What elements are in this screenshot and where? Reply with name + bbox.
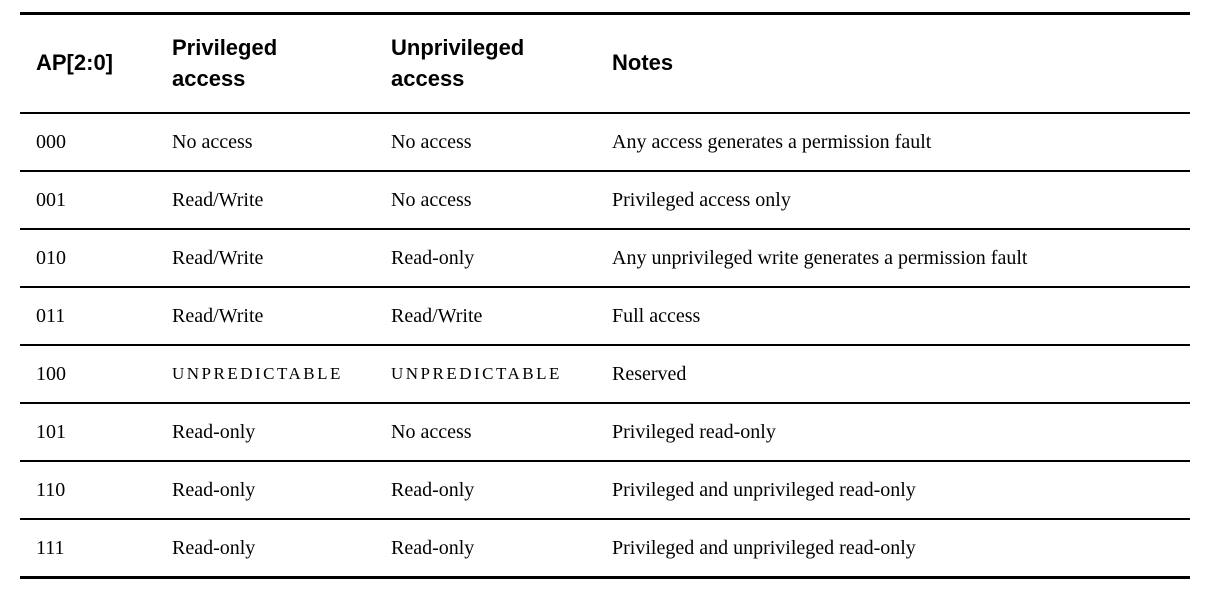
- cell-unprivileged: Read-only: [375, 229, 596, 288]
- cell-unprivileged: UNPREDICTABLE: [375, 345, 596, 404]
- cell-privileged: Read-only: [172, 536, 256, 559]
- cell-privileged: Read/Write: [156, 171, 375, 230]
- cell-ap: 011: [20, 287, 156, 346]
- cell-notes: Any unprivileged write generates a permi…: [596, 229, 1190, 288]
- cell-notes: Reserved: [596, 345, 1190, 404]
- col-header-privileged-label: Privileged access: [172, 34, 278, 91]
- col-header-unprivileged: Unprivileged access: [375, 13, 596, 114]
- cell-unprivileged: Read-only: [375, 461, 596, 520]
- cell-unprivileged: No access: [375, 171, 596, 230]
- cell-ap: 111: [36, 536, 65, 559]
- cell-notes: Full access: [596, 287, 1190, 346]
- col-header-ap: AP[2:0]: [20, 13, 156, 114]
- cell-privileged: UNPREDICTABLE: [156, 345, 375, 404]
- cell-ap: 010: [20, 229, 156, 288]
- cell-ap: 000: [20, 113, 156, 172]
- cell-unprivileged: Read/Write: [375, 287, 596, 346]
- table-header: AP[2:0] Privileged access Unprivileged a…: [20, 13, 1190, 114]
- cell-ap: 110: [20, 461, 156, 520]
- cell-ap: 101: [20, 403, 156, 462]
- cell-privileged: No access: [156, 113, 375, 172]
- cell-ap: 001: [20, 171, 156, 230]
- table-row: 111 Read-only Read-only Privileged and unpr…: [20, 519, 1190, 578]
- cell-notes: Privileged access only: [596, 171, 1190, 230]
- col-header-privileged: Privileged access: [156, 13, 375, 114]
- col-header-ap-label: AP[2:0]: [36, 50, 114, 76]
- access-permissions-table: AP[2:0] Privileged access Unprivileged a…: [20, 12, 1190, 579]
- cell-notes: Privileged and unprivileged read-only: [596, 461, 1190, 520]
- cell-notes: Privileged read-only: [596, 403, 1190, 462]
- col-header-notes-label: Notes: [612, 50, 674, 76]
- cell-notes: Any access generates a permission fault: [596, 113, 1190, 172]
- col-header-notes: Notes: [596, 13, 1190, 114]
- cell-unprivileged: No access: [375, 113, 596, 172]
- cell-unprivileged: Read-only: [391, 536, 475, 559]
- cell-privileged: Read/Write: [156, 287, 375, 346]
- col-header-unprivileged-label: Unprivileged access: [391, 34, 525, 91]
- header-row: AP[2:0] Privileged access Unprivileged a…: [20, 13, 1190, 114]
- cell-ap: 100: [20, 345, 156, 404]
- cell-unprivileged: No access: [375, 403, 596, 462]
- cell-privileged: Read/Write: [156, 229, 375, 288]
- cell-privileged: Read-only: [156, 461, 375, 520]
- cell-notes: Privileged and unprivileged read-only: [612, 536, 916, 559]
- cell-privileged: Read-only: [156, 403, 375, 462]
